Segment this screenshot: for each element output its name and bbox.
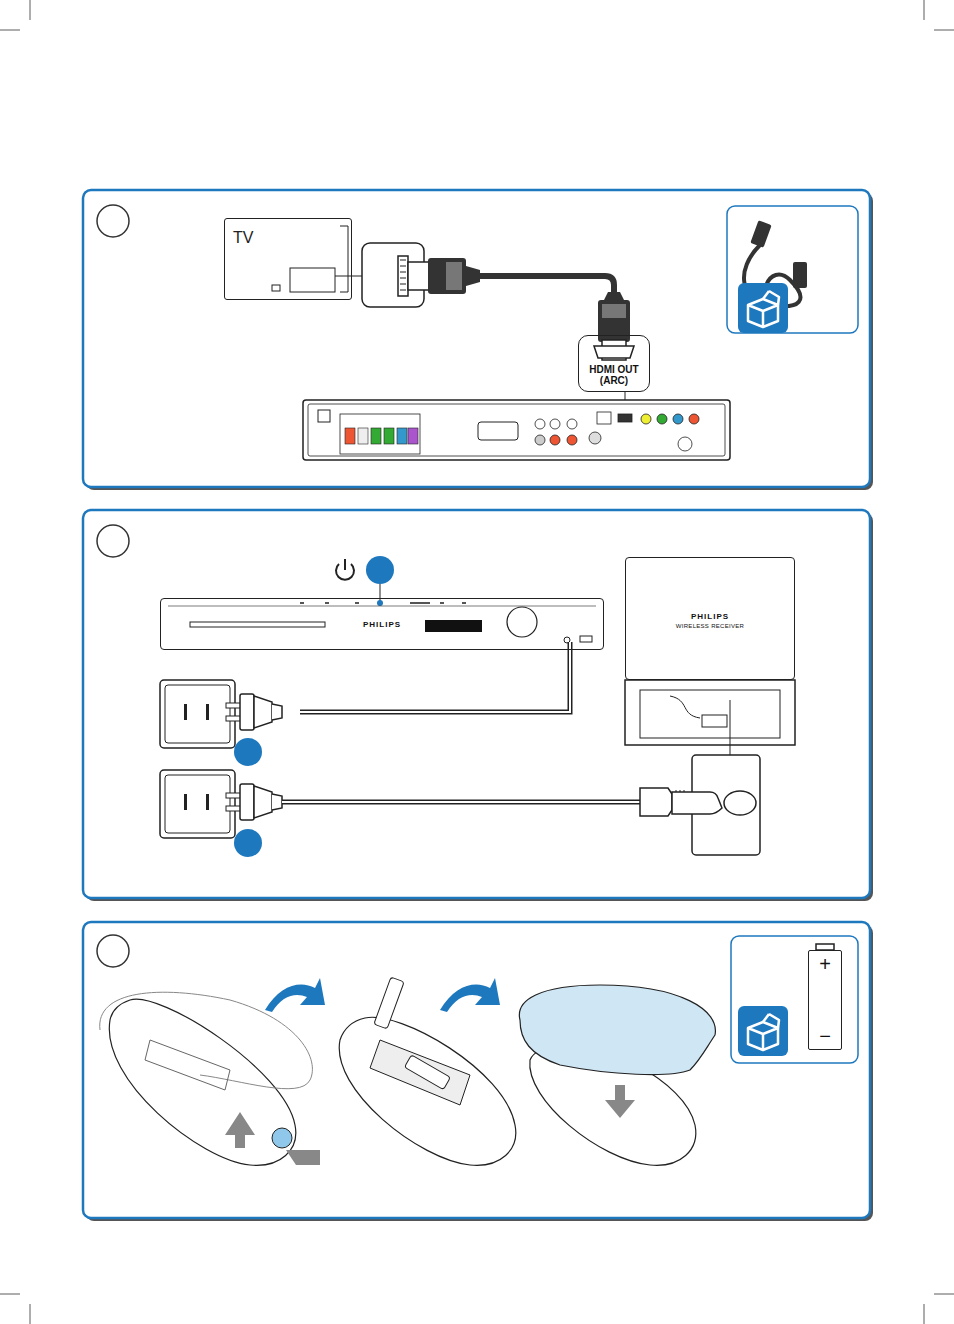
player-front: PHILIPS — [160, 598, 604, 650]
node-label: + — [819, 953, 831, 975]
node-label: TV — [233, 229, 253, 247]
node-label: PHILIPS — [363, 620, 401, 629]
node-label: PHILIPS — [691, 612, 729, 621]
node-sublabel: − — [819, 1025, 831, 1047]
hdmi-callout: HDMI OUT (ARC) — [578, 335, 650, 392]
node-label: HDMI OUT (ARC) — [582, 364, 646, 386]
tv-box: TV — [224, 218, 352, 300]
node-sublabel: WIRELESS RECEIVER — [676, 623, 744, 629]
battery: +− — [808, 950, 842, 1050]
wireless-receiver: PHILIPS WIRELESS RECEIVER — [625, 557, 795, 680]
